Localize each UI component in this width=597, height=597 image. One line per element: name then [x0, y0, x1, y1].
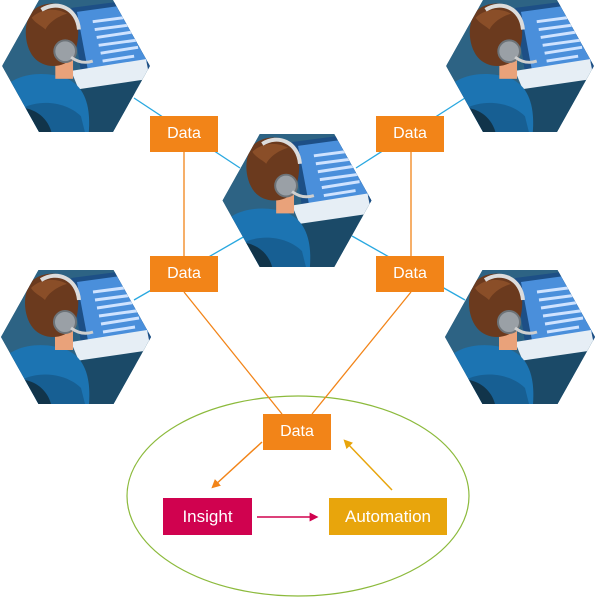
insight-label: Insight [182, 506, 233, 526]
data-label: Data [393, 265, 427, 282]
person-at-computer-icon [223, 134, 372, 267]
orange-links [183, 152, 412, 415]
automation-label: Automation [345, 506, 431, 526]
data-box-middle-left: Data [150, 256, 218, 292]
data-box-top-left: Data [150, 116, 218, 152]
person-at-computer-icon [2, 0, 150, 132]
link-data-ml-to-data-bottom [183, 291, 283, 415]
hex-top-right [446, 0, 594, 132]
hex-top-left [2, 0, 150, 132]
link-data-mr-to-data-bottom [311, 291, 412, 415]
automation-box: Automation [329, 498, 447, 535]
cycle-ellipse [126, 395, 470, 597]
hex-middle-left [1, 270, 151, 404]
person-at-computer-icon [446, 0, 594, 132]
data-box-middle-right: Data [376, 256, 444, 292]
insight-box: Insight [163, 498, 252, 535]
data-label: Data [167, 125, 201, 142]
hex-center [223, 134, 372, 267]
arrow-automation-to-data [343, 439, 393, 491]
hex-middle-right [445, 270, 595, 404]
data-label: Data [393, 125, 427, 142]
data-label: Data [280, 423, 314, 440]
arrow-data-to-insight [211, 441, 263, 489]
data-label: Data [167, 265, 201, 282]
data-box-cycle: Data [263, 414, 331, 450]
person-at-computer-icon [445, 270, 595, 404]
person-at-computer-icon [1, 270, 151, 404]
data-box-top-right: Data [376, 116, 444, 152]
